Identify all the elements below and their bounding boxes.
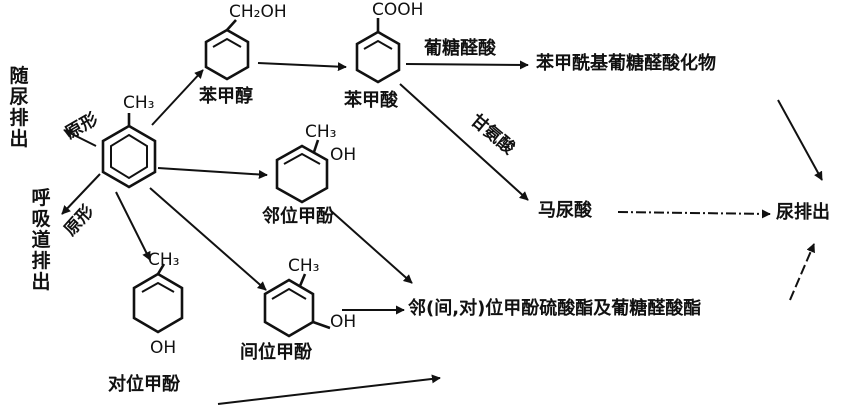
m-cresol-ch3-label: CH₃ [288, 256, 320, 276]
benzoyl-glucuronide-label: 苯甲酰基葡糖醛酸化物 [536, 53, 716, 74]
arrow-benzoic-acid-to-hippuric-acid [399, 83, 529, 201]
arrow-toluene-to-o-cresol [157, 167, 268, 179]
arrow-toluene-to-m-cresol [149, 187, 267, 291]
arrow-o-cresol-to-conjugates [329, 209, 413, 284]
arrow-hippuric-acid-to-urine [617, 209, 771, 219]
toluene-ch3-label: CH₃ [123, 93, 155, 113]
arrow-toluene-to-urine-excretion [63, 129, 97, 147]
arrow-toluene-to-respiratory-excretion [61, 173, 101, 215]
benzyl-alcohol-ring [204, 19, 250, 81]
hippuric-acid-label: 马尿酸 [538, 200, 592, 221]
arrow-conjugates-to-urine [789, 243, 815, 301]
arrow-toluene-to-p-cresol [115, 191, 151, 261]
m-cresol-oh-label: OH [330, 312, 357, 332]
o-cresol-label: 邻位甲酚 [262, 206, 334, 227]
benzoic-acid-cooh-label: COOH [372, 0, 424, 20]
arrow-toluene-to-benzyl-alcohol [151, 69, 204, 126]
o-cresol-ring [275, 139, 329, 204]
p-cresol-oh-label: OH [150, 338, 177, 358]
benzoic-acid-label: 苯甲酸 [344, 90, 398, 111]
glucuronic-acid-label: 葡糖醛酸 [424, 38, 496, 59]
cresol-conjugates-label: 邻(间,对)位甲酚硫酸酯及葡糖醛酸酯 [408, 298, 702, 319]
urinary-excretion-label: 尿排出 [776, 202, 830, 223]
o-cresol-oh-label: OH [330, 145, 357, 165]
p-cresol-label: 对位甲酚 [108, 374, 180, 395]
arrow-benzoyl-glucuronide-to-urine [777, 99, 823, 181]
benzyl-alcohol-ch2oh-label: CH₂OH [229, 2, 287, 22]
p-cresol-ring [132, 263, 184, 334]
benzyl-alcohol-label: 苯甲醇 [199, 86, 253, 107]
m-cresol-ring [263, 273, 331, 338]
toluene-ring [101, 113, 157, 189]
m-cresol-label: 间位甲酚 [240, 342, 312, 363]
arrow-benzoic-acid-to-benzoyl-glucuronide [405, 60, 529, 70]
benzoic-acid-ring [355, 18, 401, 84]
excreted-by-respiratory-tract-label: 呼吸道排出 [31, 187, 51, 293]
arrow-p-cresol-to-conjugates [217, 374, 441, 405]
excreted-in-urine-label: 随尿排出 [9, 65, 29, 150]
o-cresol-ch3-label: CH₃ [305, 122, 337, 142]
p-cresol-ch3-label: CH₃ [148, 250, 180, 270]
arrow-benzyl-alcohol-to-benzoic-acid [257, 62, 347, 72]
